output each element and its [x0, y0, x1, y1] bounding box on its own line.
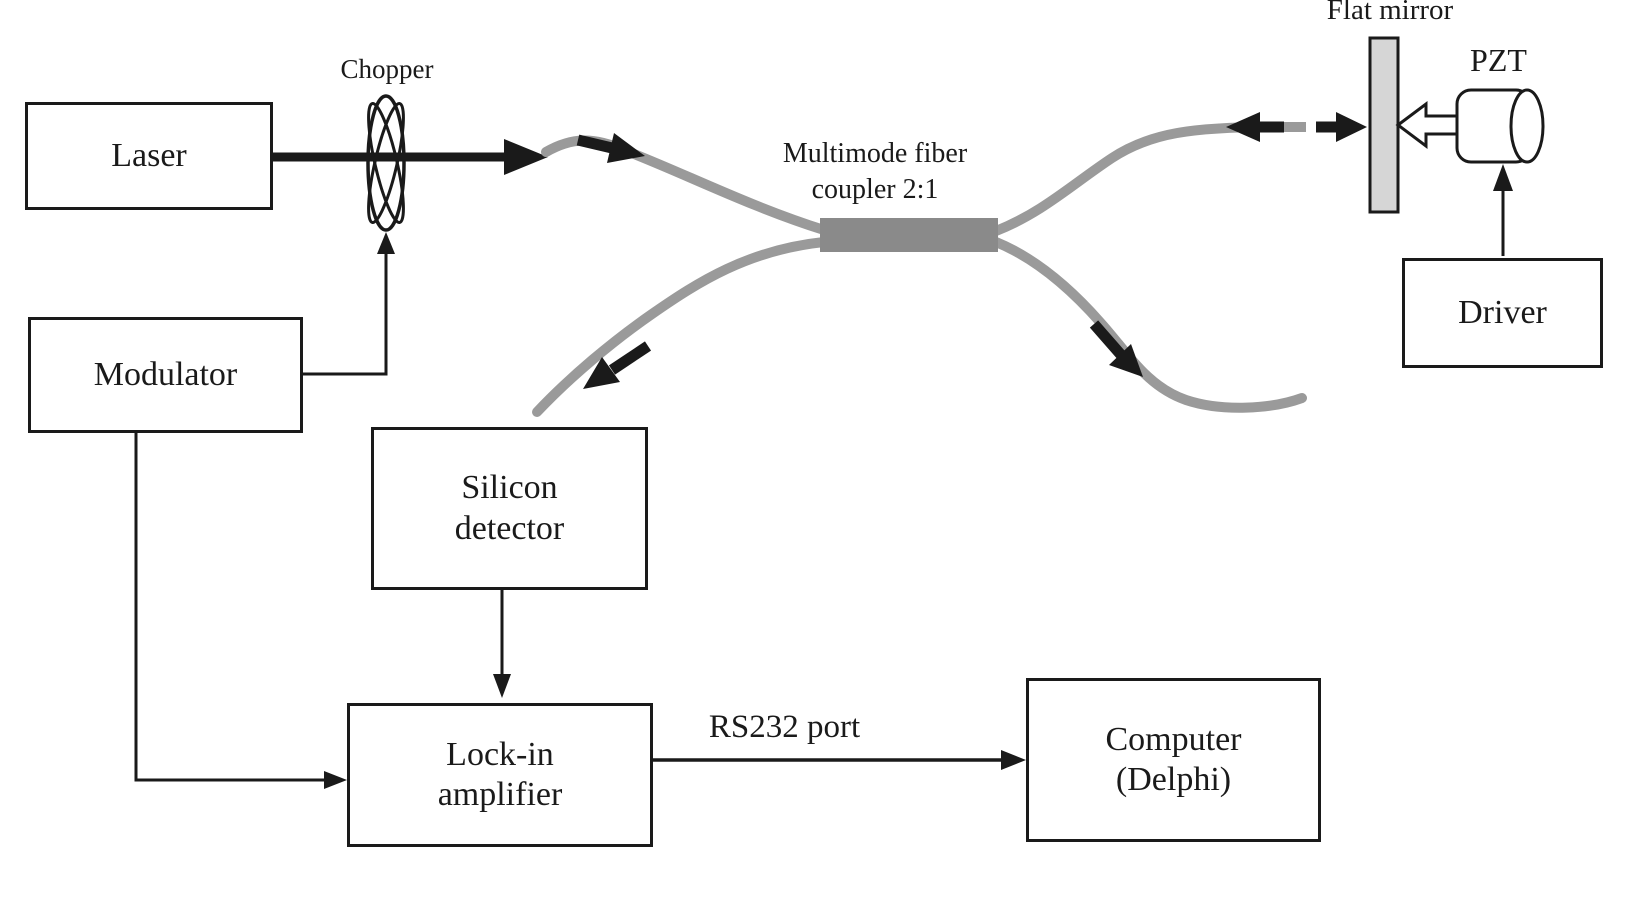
fiber-direction-arrow-unused-arm	[1089, 320, 1143, 377]
fiber-coupler-label-line2: coupler 2:1	[811, 173, 939, 205]
computer-box: Computer (Delphi)	[1026, 678, 1321, 842]
modulator-label: Modulator	[93, 355, 238, 393]
fiber-coupler-label: Multimode fiber coupler 2:1	[755, 136, 995, 208]
silicon-detector-label-line1: Silicon	[461, 469, 558, 507]
rs232-port-label: RS232 port	[708, 709, 861, 745]
flat-mirror-icon	[1368, 36, 1400, 214]
pzt-push-arrow-icon	[1395, 101, 1464, 149]
fiber-coupler-label-line1: Multimode fiber	[782, 138, 968, 169]
lockin-amplifier-box: Lock-in amplifier	[347, 703, 653, 847]
fiber-input-top	[541, 135, 829, 235]
lockin-amplifier-label-line2: amplifier	[437, 776, 563, 813]
fiber-unused-arm	[991, 237, 1307, 413]
fiber-direction-arrow-return-from-mirror	[1226, 112, 1284, 142]
computer-label-line1: Computer	[1105, 720, 1242, 758]
detector-to-lockin-arrowhead	[493, 674, 511, 698]
chopper-label: Chopper	[340, 54, 434, 84]
driver-box: Driver	[1402, 258, 1603, 368]
chopper-icon	[366, 94, 406, 232]
pzt-label: PZT	[1470, 42, 1527, 78]
modulator-box: Modulator	[28, 317, 303, 433]
fiber-direction-arrow-input	[576, 133, 645, 163]
flat-mirror-label: Flat mirror	[1326, 0, 1454, 26]
modulator-to-lockin-line	[134, 431, 326, 782]
fiber-to-detector	[532, 237, 829, 417]
fiber-to-mirror	[991, 122, 1279, 236]
lockin-amplifier-label-line1: Lock-in	[446, 735, 554, 773]
modulator-to-chopper-line	[300, 252, 388, 376]
laser-beam-arrowhead	[504, 139, 548, 175]
laser-box: Laser	[25, 102, 273, 210]
rs232-arrowhead	[1001, 750, 1026, 770]
computer-label-line2: (Delphi)	[1115, 761, 1232, 798]
pzt-cylinder-icon	[1455, 88, 1545, 164]
fiber-coupler-body	[820, 218, 998, 252]
driver-to-pzt-arrowhead	[1493, 164, 1513, 191]
silicon-detector-box: Silicon detector	[371, 427, 648, 590]
driver-label: Driver	[1458, 293, 1547, 331]
fiber-direction-arrow-toward-mirror	[1316, 112, 1367, 142]
laser-label: Laser	[111, 136, 187, 174]
modulator-to-chopper-arrowhead	[377, 232, 395, 254]
fiber-direction-arrow-to-detector	[583, 341, 652, 389]
silicon-detector-label-line2: detector	[454, 509, 565, 547]
modulator-to-lockin-arrowhead	[324, 771, 347, 789]
